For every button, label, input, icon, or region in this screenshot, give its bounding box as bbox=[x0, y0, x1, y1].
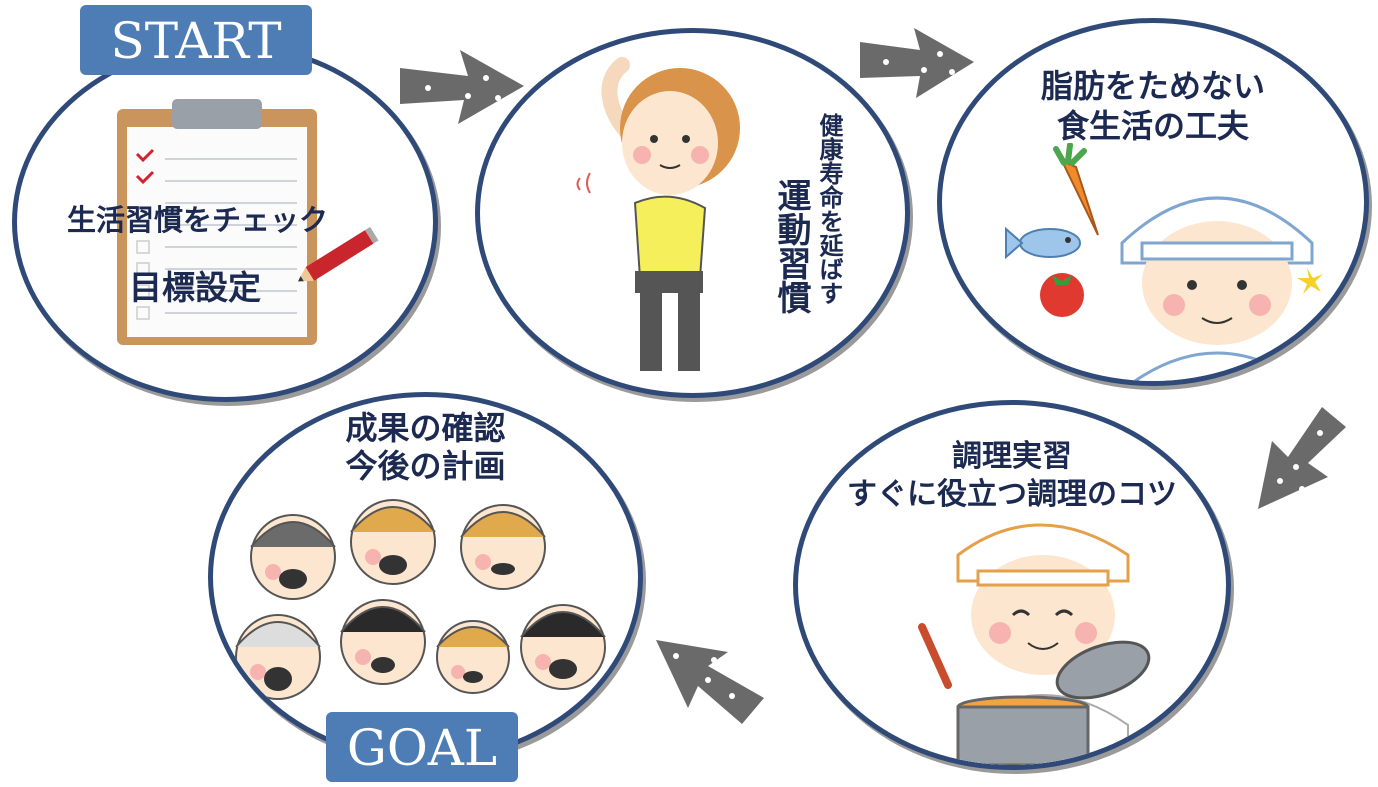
tomato-icon bbox=[1040, 273, 1084, 317]
clipboard-icon bbox=[117, 99, 317, 345]
pot-icon bbox=[956, 695, 1090, 765]
arrow-icon bbox=[400, 50, 524, 124]
step-3-line2: 食生活の工夫 bbox=[1056, 107, 1249, 145]
step-4-line2: すぐに役立つ調理のコツ bbox=[847, 477, 1177, 512]
step-2-line2: 運動習慣 bbox=[771, 178, 811, 314]
pencil-icon bbox=[297, 226, 379, 282]
step-5-line1: 成果の確認 bbox=[345, 409, 506, 447]
step-1-line2: 目標設定 bbox=[129, 268, 261, 307]
group-people-icon bbox=[235, 499, 606, 700]
step-circle-3: 脂肪をためない 食生活の工夫 bbox=[937, 18, 1369, 386]
spoon-icon bbox=[918, 623, 952, 689]
step-circle-5: 成果の確認 今後の計画 bbox=[208, 392, 643, 762]
step-circle-2: 健康寿命を延ばす 運動習慣 bbox=[475, 28, 910, 398]
step-5-line2: 今後の計画 bbox=[345, 447, 506, 485]
fish-icon bbox=[1005, 226, 1081, 260]
pot-lid-icon bbox=[1055, 640, 1151, 700]
arrow-icon bbox=[656, 640, 764, 724]
step-1-line1: 生活習慣をチェック bbox=[67, 203, 329, 237]
arrow-icon bbox=[860, 28, 974, 98]
goal-badge: GOAL bbox=[326, 712, 518, 782]
carrot-icon bbox=[1053, 143, 1099, 236]
arrow-icon bbox=[1258, 407, 1346, 509]
step-3-line1: 脂肪をためない bbox=[1040, 67, 1265, 105]
step-2-line1: 健康寿命を延ばす bbox=[815, 113, 843, 305]
stretching-woman-icon bbox=[576, 57, 740, 371]
cook-icon bbox=[1120, 196, 1323, 381]
step-circle-1: 生活習慣をチェック 目標設定 bbox=[12, 42, 438, 402]
start-badge: START bbox=[80, 5, 312, 75]
step-circle-4: 調理実習 すぐに役立つ調理のコツ bbox=[793, 400, 1231, 770]
step-4-line1: 調理実習 bbox=[952, 439, 1072, 474]
